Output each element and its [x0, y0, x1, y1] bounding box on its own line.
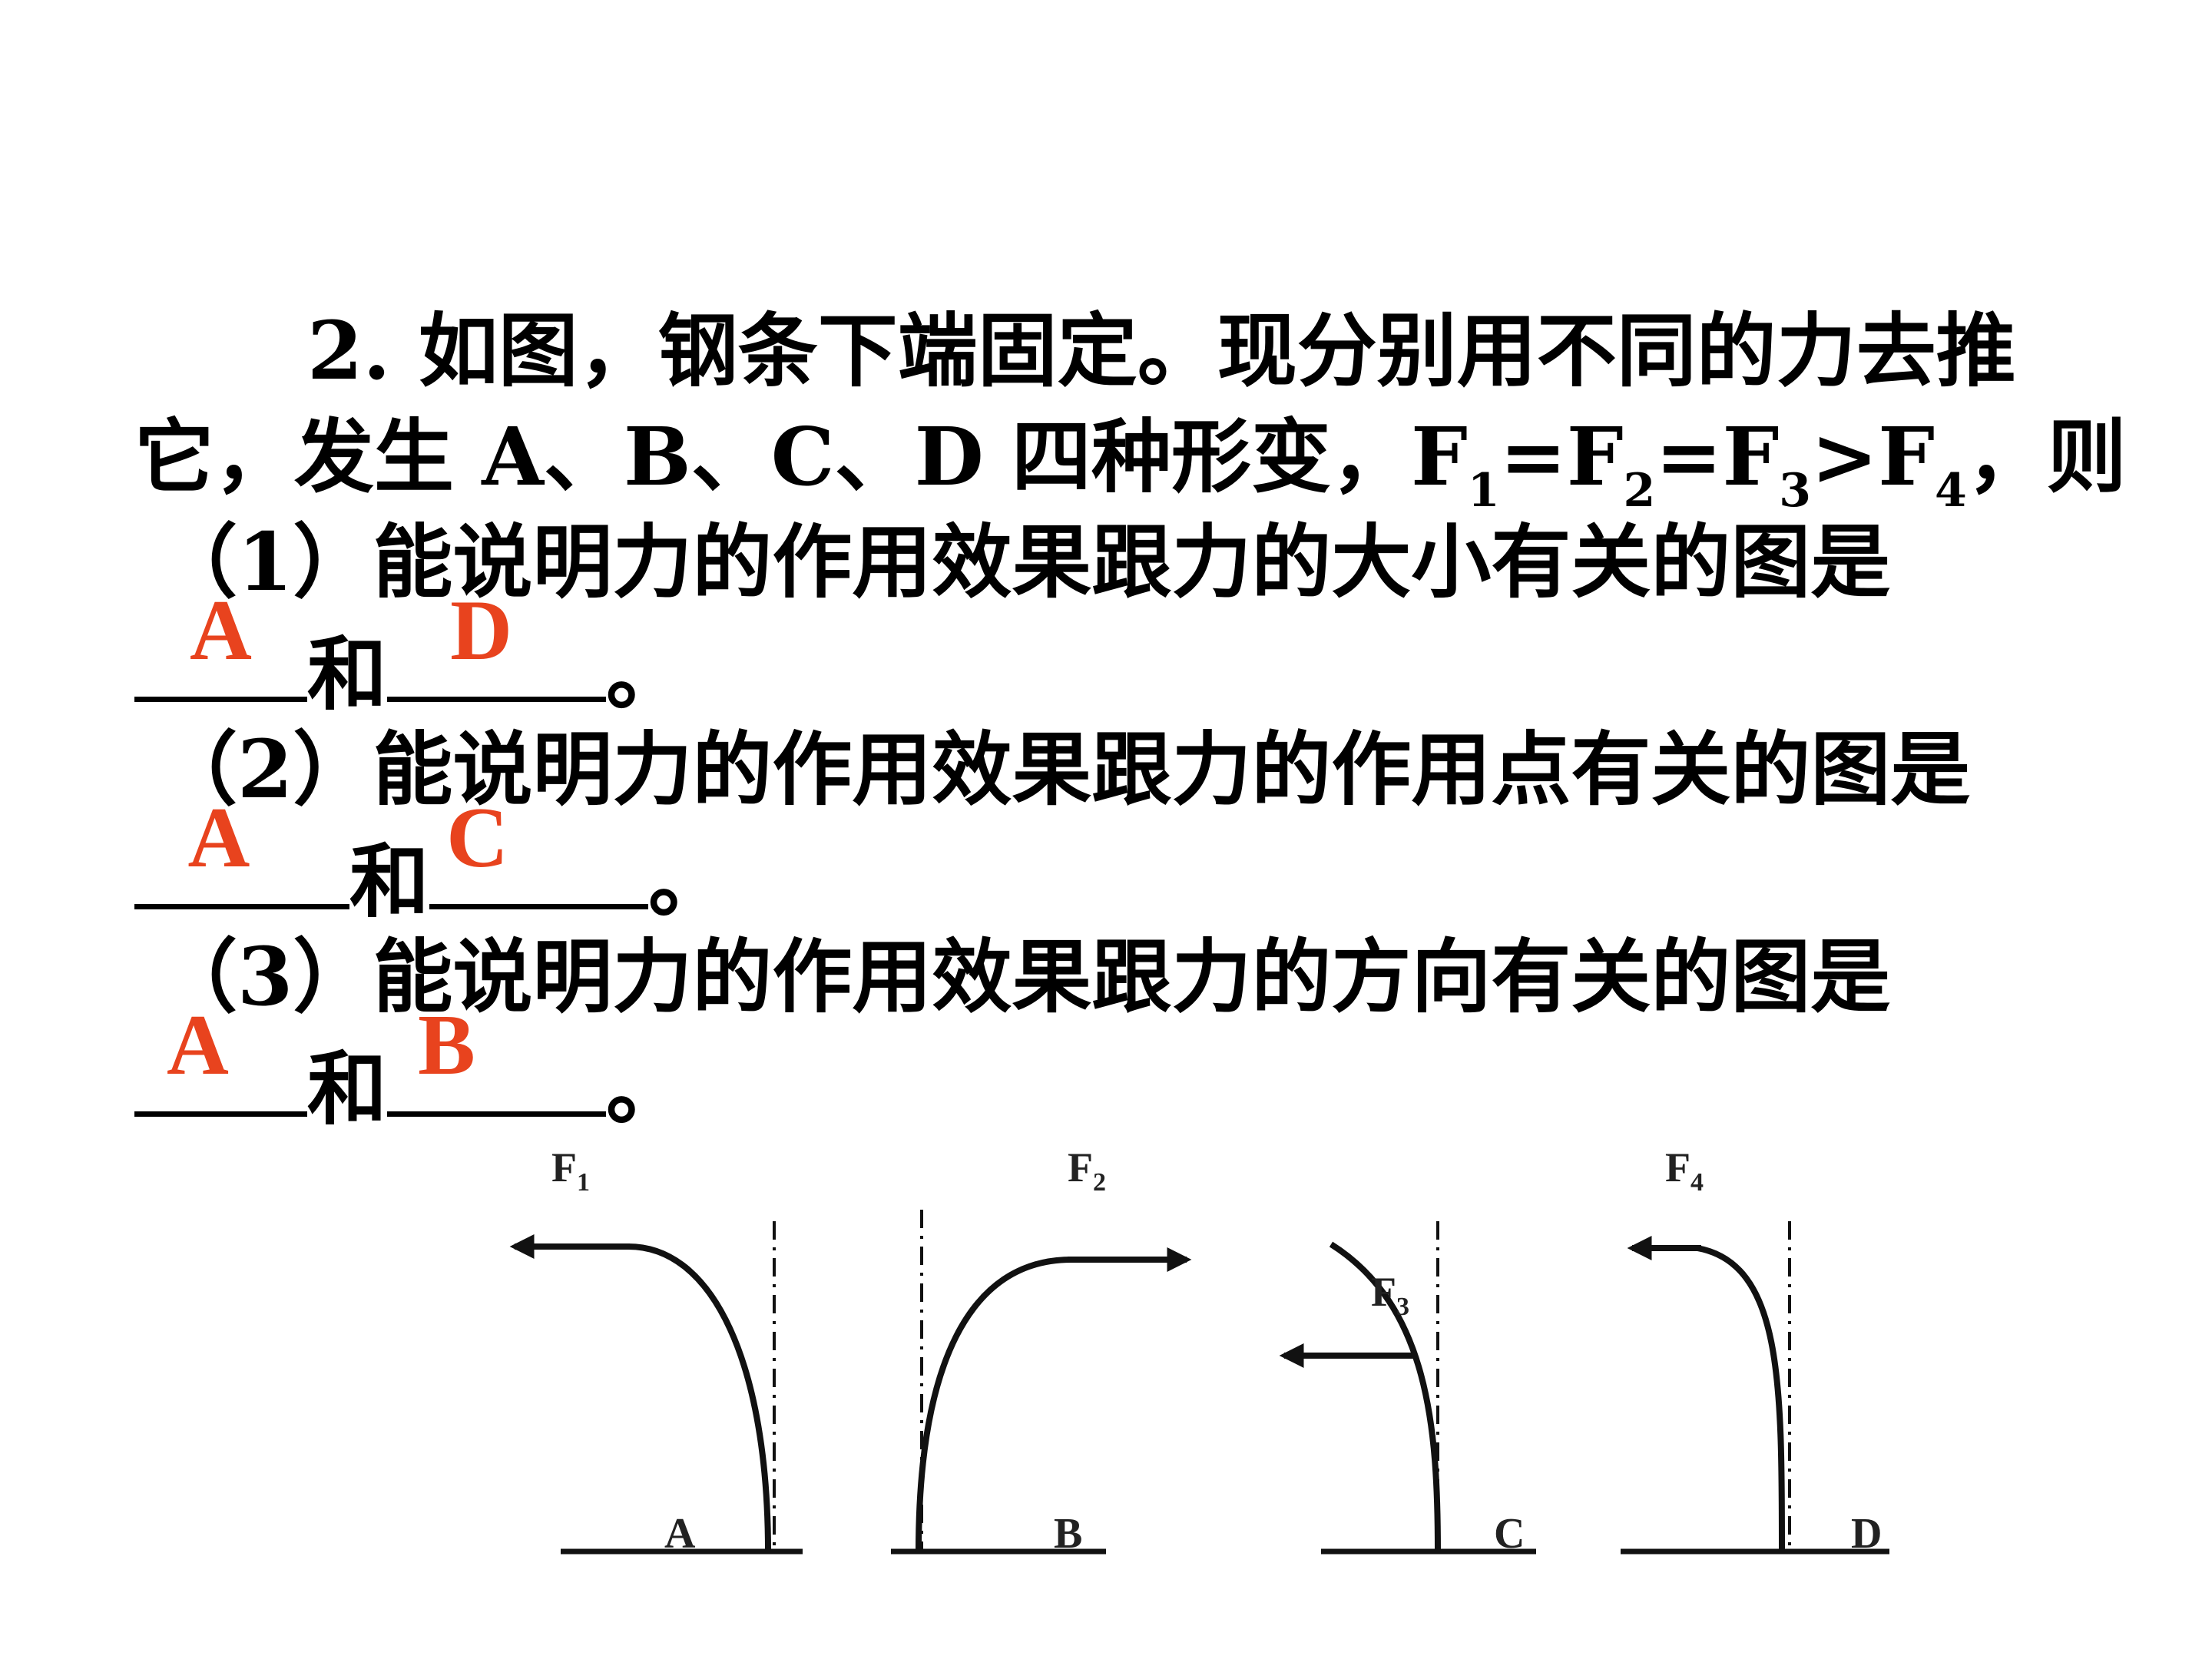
answer-1b: D: [450, 583, 512, 678]
answer-blank-1b[interactable]: D: [387, 588, 607, 702]
answer-blank-3b[interactable]: B: [387, 1002, 607, 1117]
panel-b-label: B: [1054, 1510, 1082, 1558]
panel-d-bent-bar: [1697, 1245, 1785, 1552]
panel-d-force-label: F4: [1665, 1144, 1704, 1197]
answer-line-2: A 和 C 。: [134, 795, 728, 922]
question-line-1: 2. 如图，钢条下端固定。现分别用不同的力去推: [307, 311, 2016, 391]
answer-2b: C: [446, 790, 508, 886]
panel-a: F1 A: [509, 1144, 803, 1558]
panel-c: F3 C: [1279, 1221, 1536, 1558]
subquestion-3: （3）能说明力的作用效果跟力的方向有关的图是: [157, 929, 1891, 1024]
panel-b: F2 B: [891, 1144, 1192, 1558]
subquestion-1: （1）能说明力的作用效果跟力的大小有关的图是: [157, 515, 1891, 609]
question-line-2: 它，发生 A、B、C、D 四种形变，F1=F2=F3>F4，则: [134, 409, 2127, 518]
answer-1a: A: [190, 583, 252, 678]
question-stem-text: 2. 如图，钢条下端固定。现分别用不同的力去推: [307, 303, 2016, 398]
panel-d-label: D: [1851, 1510, 1882, 1558]
answer-blank-2b[interactable]: C: [429, 795, 649, 909]
panel-b-force-label: F2: [1068, 1144, 1106, 1197]
answer-blank-2a[interactable]: A: [134, 795, 349, 909]
answer-blank-3a[interactable]: A: [134, 1002, 307, 1117]
answer-3a: A: [167, 998, 229, 1093]
panel-d: F4 D: [1621, 1144, 1889, 1558]
panel-a-bent-bar: [625, 1243, 771, 1552]
answer-2a: A: [187, 790, 250, 886]
panel-a-label: A: [664, 1510, 696, 1558]
answer-line-1: A 和 D 。: [134, 588, 686, 714]
panel-c-label: C: [1494, 1510, 1525, 1558]
answer-blank-1a[interactable]: A: [134, 588, 307, 702]
panel-b-bent-bar: [916, 1257, 1072, 1552]
panel-c-bent-bar: [1329, 1241, 1441, 1552]
answer-3b: B: [418, 998, 475, 1093]
panel-a-force-label: F1: [551, 1144, 590, 1197]
panel-c-force-label: F3: [1371, 1269, 1409, 1321]
answer-line-3: A 和 B 。: [134, 1002, 686, 1129]
subquestion-2: （2）能说明力的作用效果跟力的作用点有关的图是: [157, 722, 1971, 816]
